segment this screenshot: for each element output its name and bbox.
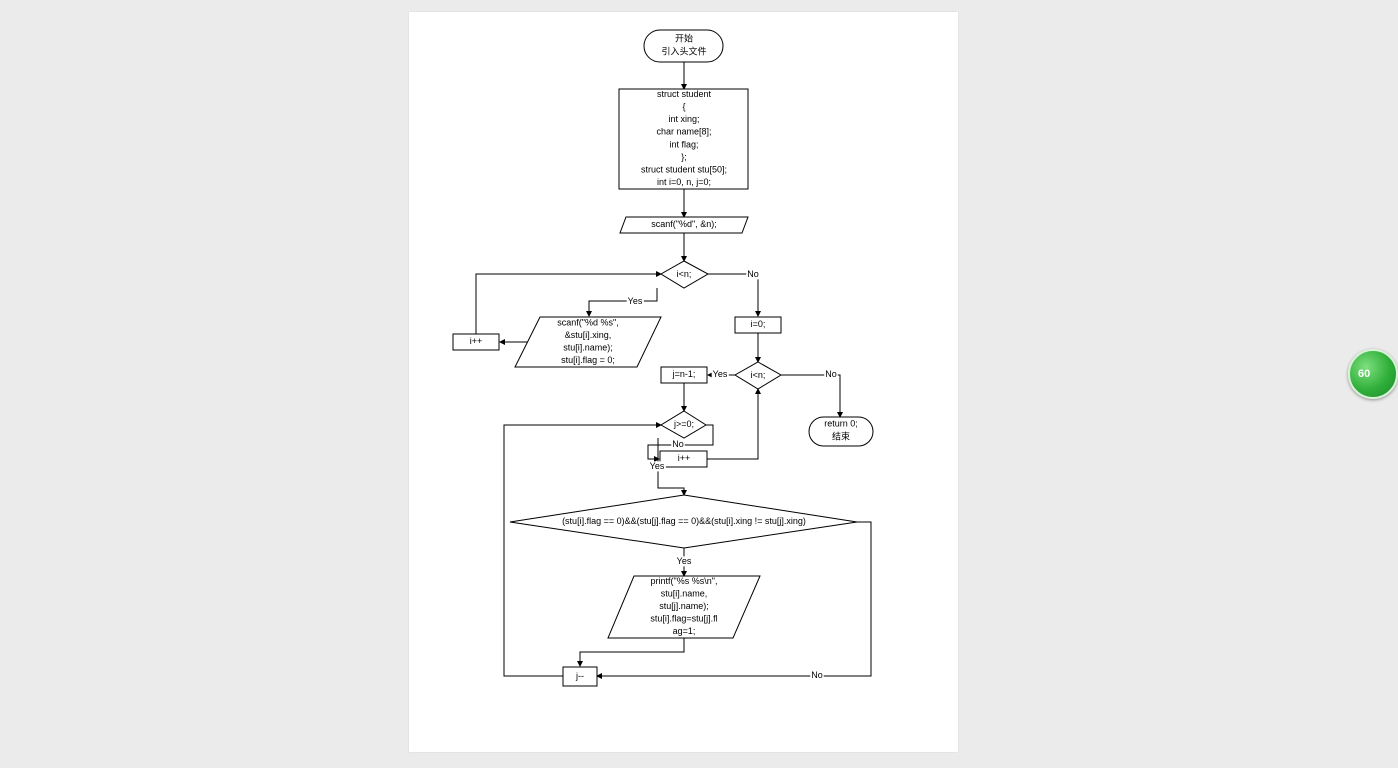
label-yes-3: Yes (650, 461, 665, 471)
set-i-zero-box (734, 316, 782, 334)
connector-inc-loop-back (475, 271, 662, 334)
input-student-text: scanf("%d %s",&stu[i].xing,stu[i].name);… (557, 318, 618, 366)
struct-text: struct student{int xing;char name[8];int… (641, 89, 727, 187)
counter-badge[interactable]: 60 (1348, 349, 1398, 399)
decision-j-ge-0 (660, 410, 707, 439)
label-no-3: No (672, 439, 684, 449)
input-n-text: scanf("%d", &n); (651, 219, 716, 229)
start-terminal (643, 29, 724, 63)
flowchart: 开始引入头文件 struct student{int xing;char nam… (452, 29, 874, 687)
shapes (452, 29, 874, 687)
label-yes-2: Yes (713, 369, 728, 379)
labels: 开始引入头文件 struct student{int xing;char nam… (470, 33, 858, 682)
label-no-2: No (825, 369, 837, 379)
struct-declaration-box (618, 88, 749, 190)
inc-i-2-text: i++ (678, 453, 691, 463)
label-no-4: No (811, 670, 823, 680)
decision-match (509, 494, 858, 549)
print-pair-text: printf("%s %s\n",stu[i].name,stu[j].name… (650, 576, 717, 636)
label-yes-1: Yes (628, 296, 643, 306)
set-j-text: j=n-1; (672, 369, 696, 379)
input-n-parallelogram (619, 216, 749, 234)
connector-cond2-no (781, 374, 843, 418)
connector-cond-no (596, 521, 872, 679)
label-no-1: No (747, 269, 759, 279)
connector-inci-to-cond2 (707, 388, 761, 460)
cond2-text: i<n; (751, 370, 766, 380)
decrement-j-box (562, 666, 598, 687)
set-j-box (660, 366, 708, 384)
cond-match-text: (stu[i].flag == 0)&&(stu[j].flag == 0)&&… (562, 516, 806, 526)
label-yes-4: Yes (677, 556, 692, 566)
dec-j-text: j-- (575, 671, 584, 681)
cond1-text: i<n; (677, 269, 692, 279)
print-pair-parallelogram (607, 575, 761, 639)
end-terminal (808, 416, 874, 447)
increment-i-box-2 (659, 450, 708, 468)
connector-print-to-decj (577, 638, 685, 667)
inc-i-1-text: i++ (470, 336, 483, 346)
connector-cond1-yes (586, 288, 658, 317)
input-student-parallelogram (514, 316, 662, 368)
connector-decj-loop-back (503, 422, 662, 677)
condj-text: j>=0; (673, 419, 694, 429)
connectors (475, 62, 872, 679)
connector-cond1-no (708, 273, 761, 317)
set-i0-text: i=0; (751, 319, 766, 329)
end-text: return 0;结束 (824, 419, 858, 442)
decision-i-lt-n-1 (660, 260, 710, 289)
increment-i-box-1 (452, 333, 500, 351)
decision-i-lt-n-2 (734, 361, 782, 390)
start-text: 开始引入头文件 (661, 33, 706, 57)
